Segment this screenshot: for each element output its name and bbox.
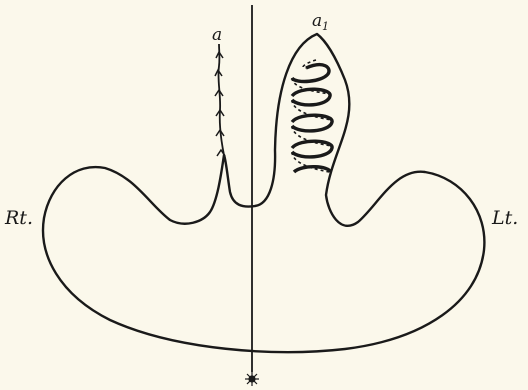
organ-outline <box>43 34 484 352</box>
label-shoot-a: a <box>212 25 222 45</box>
sun-icon <box>245 372 259 386</box>
label-lt: Lt. <box>491 207 518 229</box>
label-shoot-a1-subscript: 1 <box>322 20 329 33</box>
label-shoot-a1: a <box>312 11 322 31</box>
shoot-a-path <box>218 44 224 155</box>
label-rt: Rt. <box>4 207 33 229</box>
spiral-helix <box>292 60 332 172</box>
